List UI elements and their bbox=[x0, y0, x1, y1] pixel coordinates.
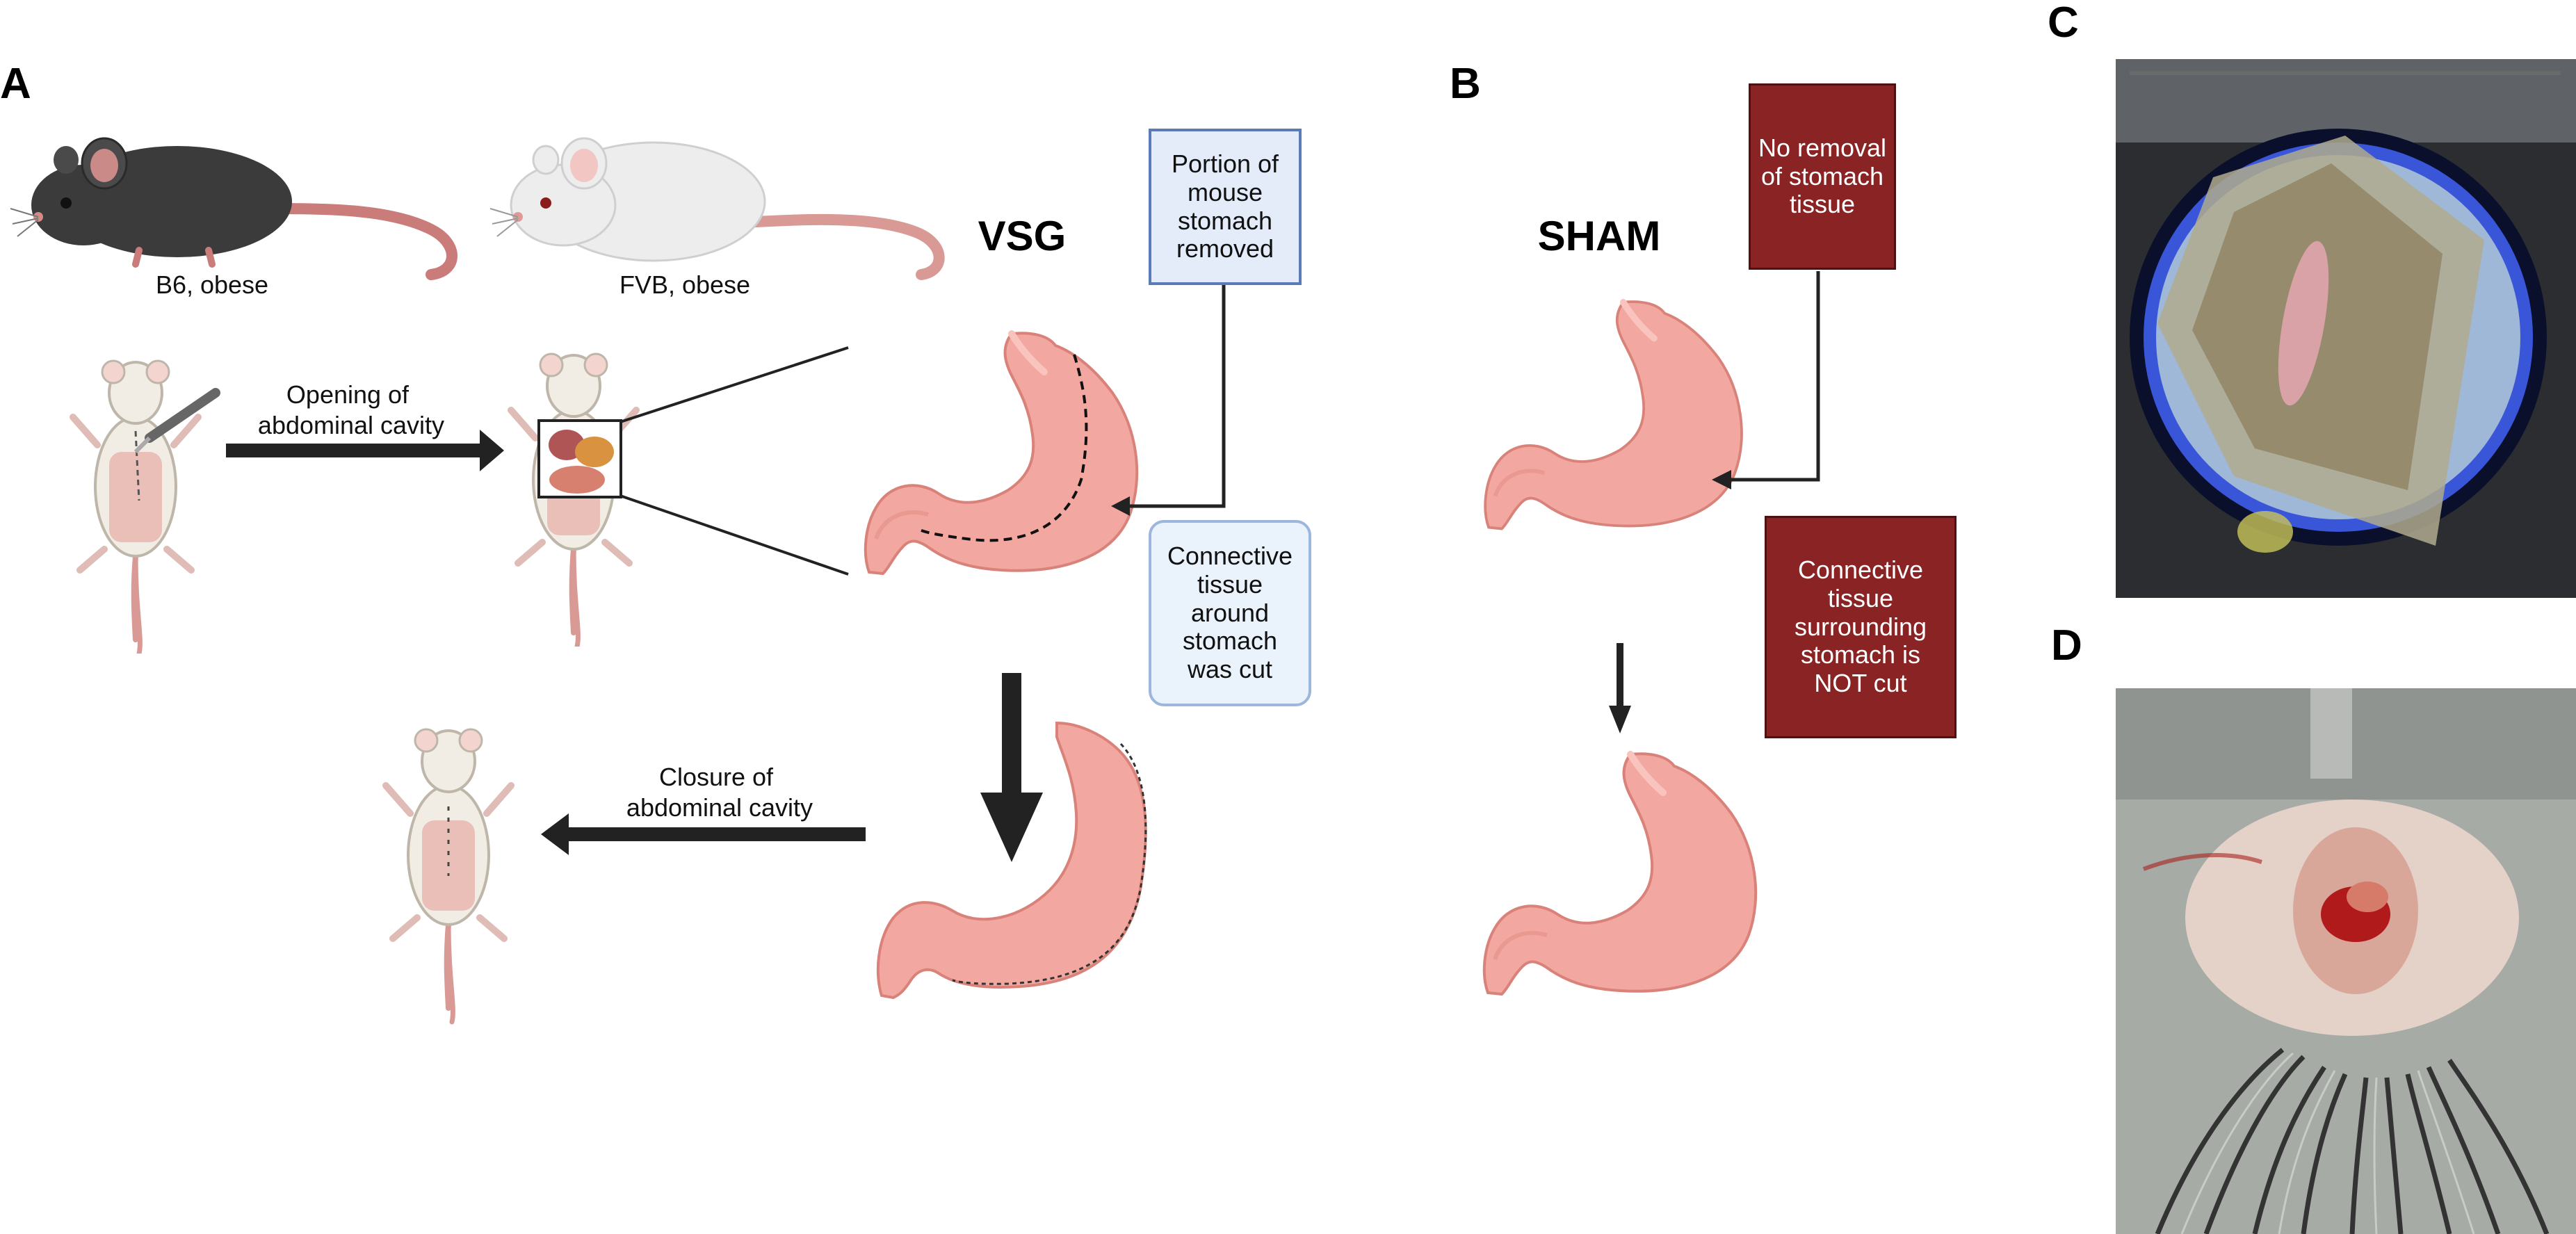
closure-label-line1: Closure of bbox=[659, 763, 774, 791]
sham-pointer bbox=[1712, 271, 1820, 489]
vsg-down-arrow bbox=[980, 673, 1043, 862]
panel-label-d: D bbox=[2051, 622, 2082, 669]
photo-c-drawing bbox=[2116, 59, 2576, 598]
sham-stomach-bottom bbox=[1484, 754, 1756, 994]
removed-portion-box: Portion of mouse stomach removed bbox=[1149, 129, 1302, 285]
closure-arrow bbox=[541, 813, 866, 855]
opening-label-line1: Opening of bbox=[286, 380, 410, 409]
photo-panel-c bbox=[2116, 59, 2576, 598]
mouse-open-abdomen bbox=[511, 346, 849, 647]
photo-panel-d bbox=[2116, 688, 2576, 1234]
panel-label-b: B bbox=[1450, 60, 1481, 108]
panel-label-a: A bbox=[0, 60, 31, 108]
photo-d-drawing bbox=[2116, 688, 2576, 1234]
vsg-stomach-after bbox=[876, 721, 1147, 1000]
closure-label-line2: abdominal cavity bbox=[626, 793, 813, 822]
mouse-closed-abdomen bbox=[386, 729, 511, 1022]
no-removal-box: No removal of stomach tissue bbox=[1749, 83, 1896, 270]
removed-pointer bbox=[1111, 284, 1226, 516]
opening-label: Opening of abdominal cavity bbox=[258, 380, 444, 439]
sham-title: SHAM bbox=[1538, 213, 1661, 259]
opening-arrow bbox=[226, 430, 504, 471]
opening-label-line2: abdominal cavity bbox=[258, 411, 444, 439]
b6-mouse-illustration bbox=[10, 137, 457, 280]
vsg-stomach-before bbox=[866, 333, 1137, 574]
sham-stomach-top bbox=[1485, 302, 1742, 529]
vsg-title: VSG bbox=[978, 213, 1067, 259]
mouse-pre-incision bbox=[73, 361, 220, 653]
connective-cut-box: Connective tissue around stomach was cut bbox=[1149, 520, 1311, 706]
b6-label: B6, obese bbox=[156, 270, 268, 299]
panel-label-c: C bbox=[2048, 0, 2079, 47]
fvb-mouse-illustration bbox=[489, 137, 945, 280]
not-cut-box: Connective tissue surrounding stomach is… bbox=[1765, 516, 1957, 738]
fvb-label: FVB, obese bbox=[619, 270, 750, 299]
sham-down-arrow bbox=[1609, 643, 1631, 733]
closure-label: Closure of abdominal cavity bbox=[626, 763, 813, 822]
